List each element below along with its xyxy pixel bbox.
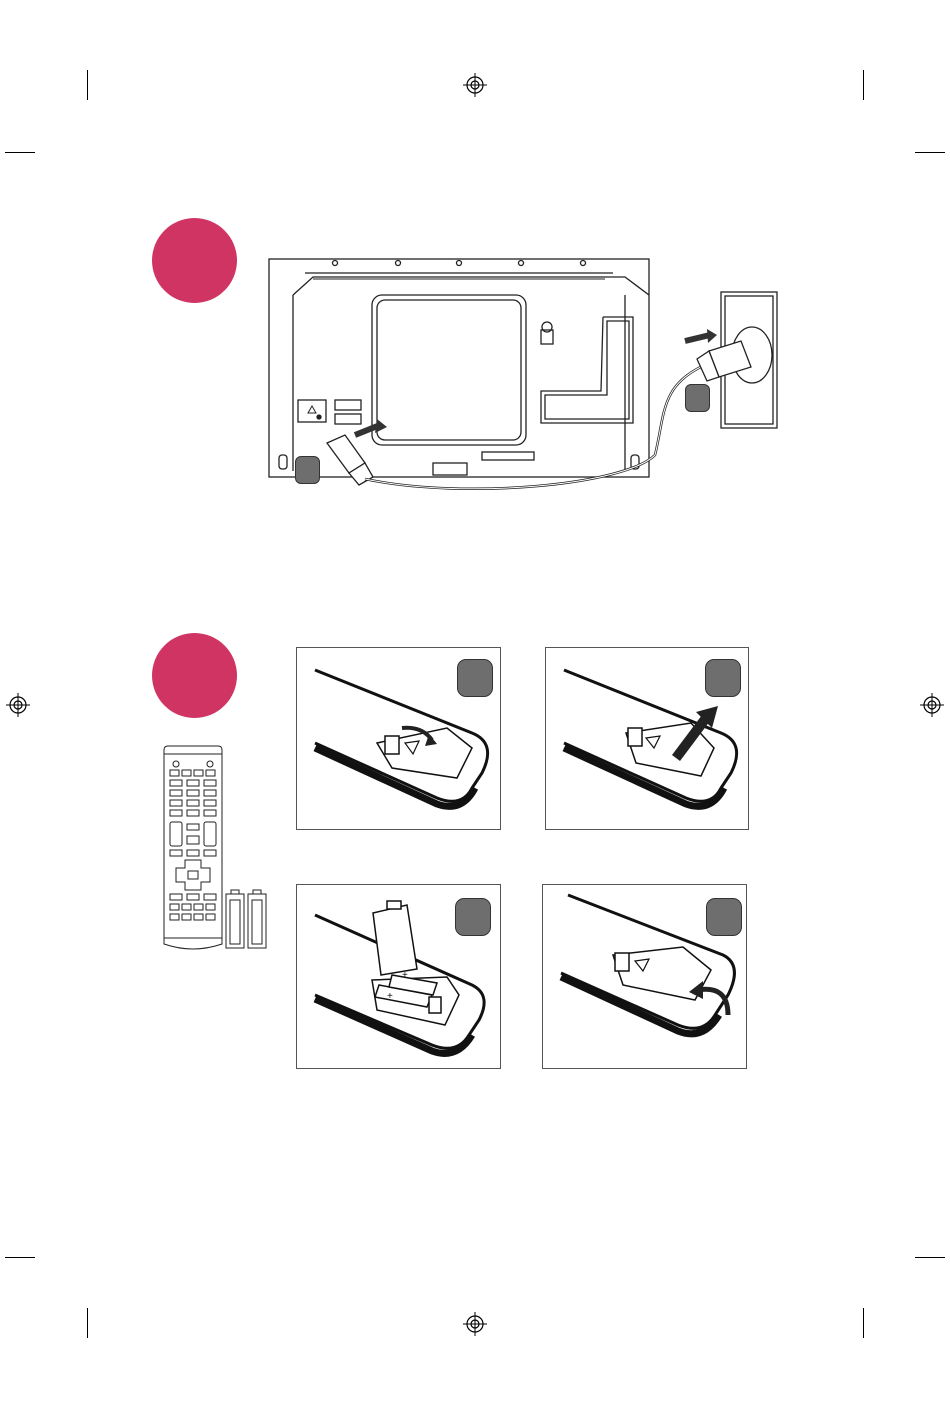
step-1-badge-b [685,384,710,412]
crop-mark-top-left [87,70,88,100]
crop-mark-bottom-left-h [5,1257,35,1258]
battery-panel-close-cover [542,884,747,1069]
battery-panel-lift-cover [545,647,749,830]
panel-2-badge [705,659,741,697]
battery-panel-open-cover [296,647,501,830]
step-2-circle [152,633,237,718]
crop-mark-bottom-right [863,1308,864,1338]
svg-text:+: + [387,991,393,1002]
remote-and-batteries-illustration [160,744,270,956]
step-1-circle [152,218,237,303]
crop-mark-bottom-left [87,1308,88,1338]
crop-mark-top-left-h [5,152,35,153]
battery-panel-insert-batteries: + + [296,884,501,1069]
crop-mark-bottom-right-h [915,1257,945,1258]
tv-back-power-illustration [265,255,785,495]
registration-mark-right-icon [920,693,944,717]
registration-mark-top-icon [463,73,487,97]
svg-text:+: + [402,970,408,981]
panel-4-badge [706,898,742,936]
crop-mark-top-right [863,70,864,100]
registration-mark-left-icon [6,693,30,717]
panel-1-badge [457,659,493,697]
crop-mark-top-right-h [915,152,945,153]
step-1-badge-a [295,456,320,484]
registration-mark-bottom-icon [463,1312,487,1336]
panel-3-badge [455,898,491,936]
